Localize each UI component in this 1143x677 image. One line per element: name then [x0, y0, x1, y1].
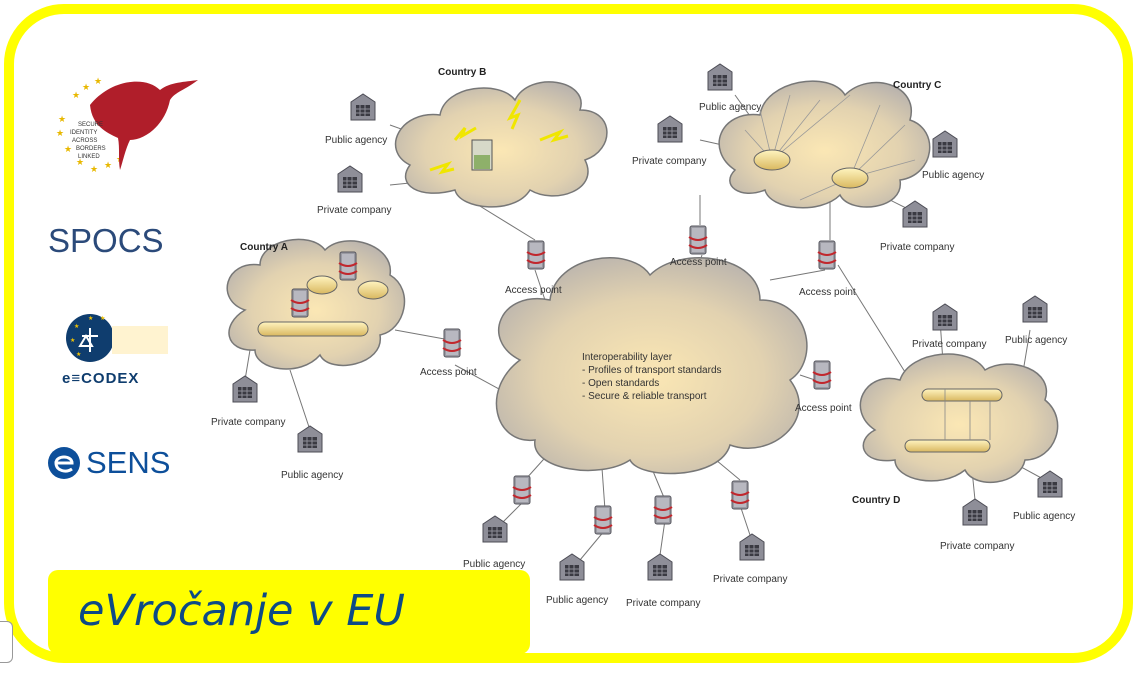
interop-line-3: - Open standards — [582, 378, 659, 389]
stork-logo: ★★★ ★★★ ★★★★ SECURE IDENTITY ACROSS BORD… — [50, 70, 200, 180]
building-icon — [559, 553, 585, 581]
private-company-label: Private company — [317, 205, 391, 216]
building-icon — [739, 533, 765, 561]
public-agency-label: Public agency — [325, 135, 387, 146]
building-icon — [707, 63, 733, 91]
interop-line-2: - Profiles of transport standards — [582, 365, 722, 376]
cloud-country-d — [859, 353, 1059, 484]
private-company-label: Private company — [713, 574, 787, 585]
server-icon — [593, 505, 613, 535]
svg-text:★: ★ — [100, 315, 105, 322]
access-point-label: Access point — [505, 285, 562, 296]
private-company-label: Private company — [940, 541, 1014, 552]
esens-wordmark: SENS — [86, 445, 171, 480]
interop-line-1: Interoperability layer — [582, 352, 673, 363]
private-company-label: Private company — [912, 339, 986, 350]
cloud-interoperability-layer — [495, 257, 808, 475]
building-icon — [350, 93, 376, 121]
cloud-country-b — [394, 81, 608, 208]
stork-text-across: ACROSS — [72, 138, 97, 144]
svg-text:★: ★ — [72, 91, 80, 101]
building-icon — [647, 553, 673, 581]
access-point-label: Access point — [795, 403, 852, 414]
svg-text:★: ★ — [70, 337, 75, 344]
title-box: eVročanje v EU — [48, 570, 530, 654]
access-point-label: Access point — [670, 257, 727, 268]
private-company-label: Private company — [211, 417, 285, 428]
building-icon — [962, 498, 988, 526]
ecodex-logo: ★★★ ★★ e≡CODEX — [62, 306, 172, 392]
stork-text-identity: IDENTITY — [70, 130, 97, 136]
country-a-label: Country A — [240, 242, 288, 253]
svg-text:★: ★ — [74, 323, 79, 330]
server-icon — [730, 480, 750, 510]
spocs-logo: SPOCS — [48, 222, 164, 259]
private-company-label: Private company — [632, 156, 706, 167]
svg-text:★: ★ — [90, 165, 98, 175]
slide-title: eVročanje v EU — [78, 586, 405, 636]
building-icon — [932, 130, 958, 158]
svg-text:★: ★ — [76, 158, 84, 168]
server-icon — [442, 328, 462, 358]
public-agency-label: Public agency — [546, 595, 608, 606]
stork-text-borders: BORDERS — [76, 146, 106, 152]
svg-text:★: ★ — [64, 145, 72, 155]
building-icon — [482, 515, 508, 543]
server-icon — [812, 360, 832, 390]
public-agency-label: Public agency — [699, 102, 761, 113]
building-icon — [932, 303, 958, 331]
public-agency-label: Public agency — [281, 470, 343, 481]
svg-text:★: ★ — [82, 83, 90, 93]
stork-text-linked: LINKED — [78, 154, 100, 160]
cloud-country-a — [226, 238, 406, 370]
building-icon — [657, 115, 683, 143]
server-icon — [512, 475, 532, 505]
building-icon — [1022, 295, 1048, 323]
stork-text-secure: SECURE — [78, 122, 103, 128]
server-icon — [290, 288, 310, 318]
public-agency-label: Public agency — [1005, 335, 1067, 346]
svg-text:★: ★ — [88, 315, 93, 322]
building-icon — [1037, 470, 1063, 498]
building-icon — [337, 165, 363, 193]
server-icon — [526, 240, 546, 270]
svg-text:★: ★ — [58, 115, 66, 125]
cloud-country-c — [718, 80, 931, 209]
public-agency-label: Public agency — [463, 559, 525, 570]
server-icon — [817, 240, 837, 270]
building-icon — [232, 375, 258, 403]
svg-text:★: ★ — [94, 77, 102, 87]
access-point-label: Access point — [799, 287, 856, 298]
esens-logo: SENS — [46, 443, 196, 483]
svg-text:★: ★ — [76, 351, 81, 358]
access-point-label: Access point — [420, 367, 477, 378]
building-icon — [902, 200, 928, 228]
building-icon — [297, 425, 323, 453]
private-company-label: Private company — [880, 242, 954, 253]
interop-line-4: - Secure & reliable transport — [582, 391, 707, 402]
svg-text:★: ★ — [56, 129, 64, 139]
server-icon — [688, 225, 708, 255]
private-company-label: Private company — [626, 598, 700, 609]
country-d-label: Country D — [852, 495, 900, 506]
public-agency-label: Public agency — [922, 170, 984, 181]
country-b-label: Country B — [438, 67, 486, 78]
server-icon — [653, 495, 673, 525]
page-marker — [0, 621, 13, 663]
server-icon — [338, 251, 358, 281]
svg-text:★: ★ — [104, 161, 112, 171]
public-agency-label: Public agency — [1013, 511, 1075, 522]
ecodex-wordmark: e≡CODEX — [62, 370, 140, 387]
country-c-label: Country C — [893, 80, 941, 91]
